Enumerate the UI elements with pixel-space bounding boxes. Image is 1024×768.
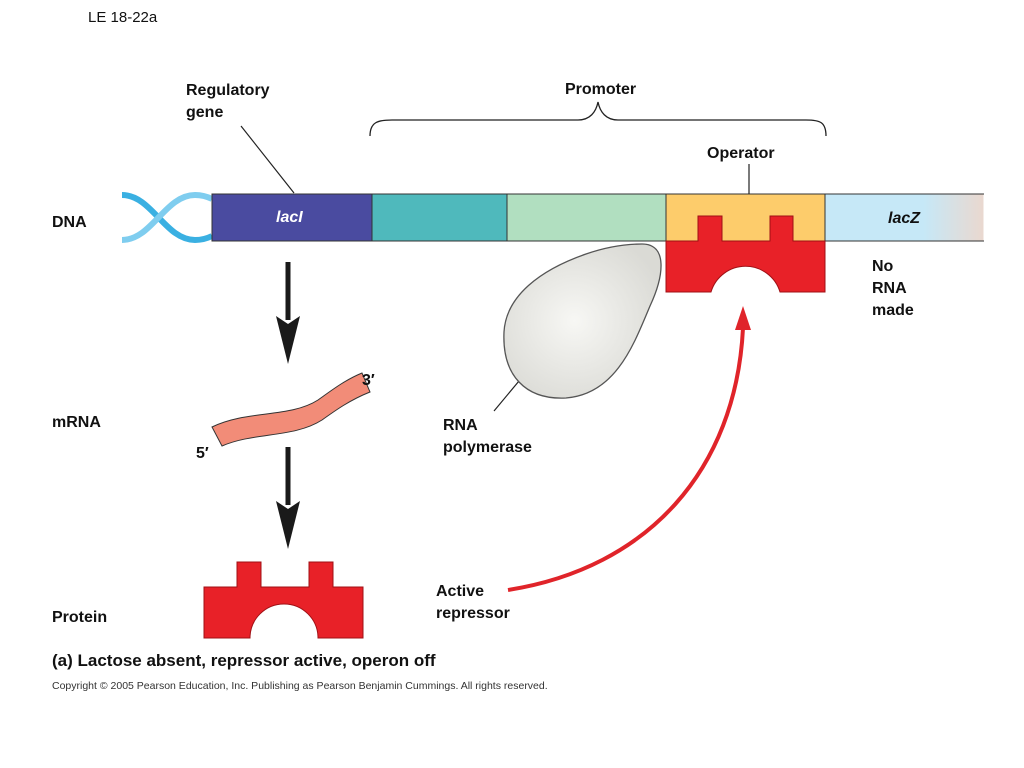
bound-repressor: [665, 215, 826, 293]
figure-caption: (a) Lactose absent, repressor active, op…: [52, 651, 436, 670]
laci-label: lacI: [276, 209, 303, 226]
five-prime-label: 5′: [196, 445, 209, 462]
protein-label: Protein: [52, 609, 108, 626]
operator-label: Operator: [707, 145, 775, 162]
transcription-arrow: [276, 262, 300, 364]
lacz-label: lacZ: [888, 210, 921, 227]
three-prime-label: 3′: [362, 372, 375, 389]
promoter-segment-1: [371, 193, 508, 242]
mrna-strand: [211, 372, 371, 447]
repressor-binding-arrow: [507, 306, 751, 592]
laci-gene-segment: [211, 193, 373, 242]
active-repressor-label: Active repressor: [436, 583, 510, 622]
translation-arrow: [276, 447, 300, 549]
promoter-label: Promoter: [565, 81, 637, 98]
copyright-notice: Copyright © 2005 Pearson Education, Inc.…: [52, 680, 548, 692]
slide-id: LE 18-22a: [88, 9, 158, 26]
regulatory-gene-leader: [240, 125, 295, 194]
repressor-protein: [203, 561, 364, 639]
promoter-segment-2: [506, 193, 667, 242]
mrna-label: mRNA: [52, 414, 101, 431]
regulatory-gene-label: Regulatory gene: [186, 82, 270, 121]
operator-segment: [665, 193, 826, 242]
rna-polymerase-label: RNA polymerase: [443, 417, 532, 456]
dna-helix: [121, 191, 214, 244]
no-rna-made-label: No RNA made: [872, 258, 914, 319]
dna-label: DNA: [52, 214, 87, 231]
rna-polymerase: [503, 243, 662, 399]
promoter-brace: [369, 101, 827, 137]
